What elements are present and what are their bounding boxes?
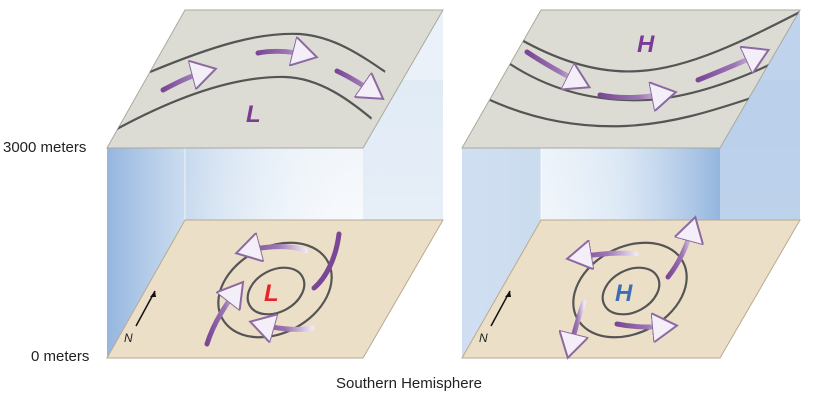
right-surface-wind-arrow xyxy=(614,324,672,327)
left-panel-low-pressure: L N L xyxy=(106,9,444,359)
right-upper-isobar xyxy=(517,11,800,73)
left-surface-isobar-inner xyxy=(246,266,306,316)
left-surface-wind-arrow xyxy=(241,247,309,252)
left-upper-low-symbol: L xyxy=(246,101,261,128)
left-surface-wind-arrow xyxy=(311,231,342,291)
right-upper-isobar xyxy=(489,93,761,128)
diagram-caption: Southern Hemisphere xyxy=(336,375,482,392)
right-surface-plane xyxy=(461,219,801,359)
left-surface-wind-arrow xyxy=(204,286,240,347)
right-upper-wind-arrow xyxy=(695,52,764,83)
right-upper-high-symbol: H xyxy=(637,31,655,58)
altitude-label-0m: 0 meters xyxy=(31,348,90,365)
right-upper-plane xyxy=(461,9,801,149)
right-surface-wind-arrow xyxy=(569,299,584,353)
right-upper-wind-arrow xyxy=(524,49,585,85)
right-panel-high-pressure: H N H xyxy=(461,9,801,359)
left-upper-wind-arrow xyxy=(160,70,211,93)
right-north-label: N xyxy=(479,331,488,345)
right-surface-wind-arrow xyxy=(572,253,639,258)
left-upper-wind-arrow xyxy=(334,68,379,96)
left-surface-low-symbol: L xyxy=(264,280,279,307)
right-upper-isobar xyxy=(509,54,791,102)
right-surface-isobar-inner xyxy=(601,266,661,316)
right-surface-high-symbol: H xyxy=(615,280,633,307)
left-upper-isobar xyxy=(114,75,379,131)
left-upper-wind-arrow xyxy=(255,51,312,56)
left-surface-plane xyxy=(106,219,444,359)
right-surface-wind-arrow xyxy=(665,222,694,280)
left-surface-wind-arrow xyxy=(255,323,315,329)
right-upper-wind-arrow xyxy=(597,93,671,97)
left-upper-plane xyxy=(106,9,444,149)
left-upper-isobar xyxy=(149,32,403,85)
left-north-label: N xyxy=(124,331,133,345)
altitude-label-3000m: 3000 meters xyxy=(3,139,87,156)
